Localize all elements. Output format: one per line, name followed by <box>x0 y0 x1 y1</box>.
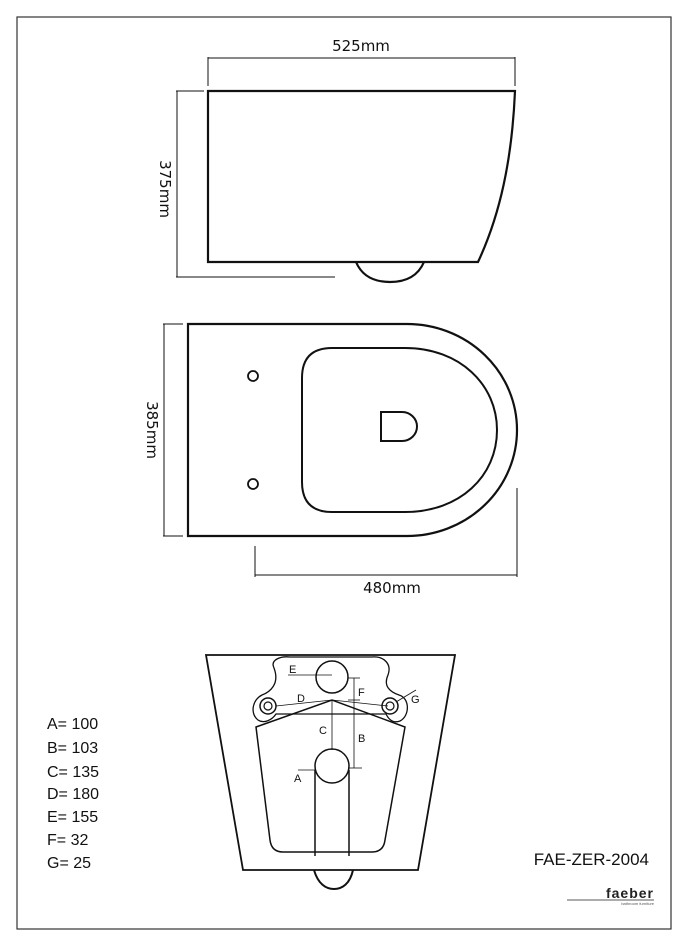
legend-item-b: B= 103 <box>47 740 98 757</box>
rear-body-outline <box>204 654 457 871</box>
rear-inlet-hole <box>315 660 349 694</box>
side-body-outline <box>206 89 517 264</box>
rear-outlet-hole <box>314 748 350 784</box>
legend-item-a: A= 100 <box>47 716 98 733</box>
side-width-label: 525mm <box>332 37 390 55</box>
rear-bolt-hole-right <box>381 697 399 715</box>
brand-tagline: bathroom furniture <box>621 901 654 906</box>
legend-item-f: F= 32 <box>47 832 88 849</box>
marker-B: B <box>358 733 365 745</box>
top-drain-outline <box>380 411 418 442</box>
top-view <box>163 322 519 577</box>
marker-E: E <box>289 664 296 676</box>
marker-F: F <box>358 687 365 699</box>
rear-bolt-hole-left <box>259 697 277 715</box>
marker-C: C <box>319 725 327 737</box>
rear-view <box>204 654 457 891</box>
legend-item-d: D= 180 <box>47 786 99 803</box>
legend-item-e: E= 155 <box>47 809 98 826</box>
top-bowl-outline <box>301 347 499 513</box>
dim-line-D <box>275 699 333 707</box>
legend-item-c: C= 135 <box>47 764 99 781</box>
marker-A: A <box>294 773 302 785</box>
brand-logo: faeber bathroom furniture <box>567 885 655 906</box>
side-view <box>176 57 517 284</box>
marker-G: G <box>411 694 420 706</box>
seat-hole-lower <box>247 478 259 490</box>
model-code: FAE-ZER-2004 <box>534 850 649 869</box>
page-frame <box>16 16 672 930</box>
seat-hole-upper <box>247 370 259 382</box>
dimension-legend: A= 100 B= 103 C= 135 D= 180 E= 155 F= 32… <box>47 716 99 872</box>
marker-D: D <box>297 693 305 705</box>
rear-foot-outline <box>313 869 354 891</box>
side-foot-outline <box>354 261 426 284</box>
rear-mount-plate <box>252 656 409 723</box>
dim-line-G <box>395 689 417 703</box>
legend-item-g: G= 25 <box>47 855 91 872</box>
brand-name: faeber <box>606 885 654 901</box>
top-width-label: 480mm <box>363 579 421 597</box>
side-height-label: 375mm <box>156 160 174 218</box>
top-body-outline <box>186 322 519 538</box>
rear-cavity-outline <box>255 699 406 853</box>
top-height-label: 385mm <box>143 401 161 459</box>
